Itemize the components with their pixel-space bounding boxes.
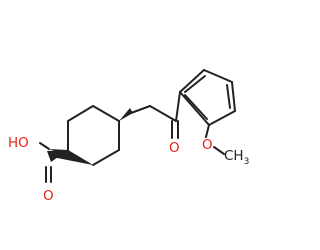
benzene-bond: [208, 110, 236, 126]
methoxy-oxygen-label: O: [202, 137, 213, 153]
benzene-bond: [203, 69, 233, 83]
benzene-bond: [175, 91, 181, 122]
hydroxyl-label: HO: [8, 135, 29, 151]
methyl-subscript: 3: [244, 157, 250, 167]
wedge-bond: [119, 108, 133, 121]
methylene-bond: [130, 105, 151, 114]
methoxy-bond: [205, 124, 210, 138]
methyl-text: CH: [224, 148, 244, 164]
acid-oxygen-label: O: [43, 188, 54, 204]
methoxy-bond: [213, 146, 225, 155]
benzene-inner-bond: [184, 94, 208, 120]
molecule-structure: HO O O O CH3: [8, 69, 249, 204]
cyclohexane-bond: [92, 149, 120, 166]
benzene-bond: [231, 81, 236, 112]
benzene-inner-bond: [226, 84, 231, 109]
acid-single-bond: [39, 142, 50, 150]
cyclohexane-bond: [67, 105, 94, 122]
structure-canvas: HO O O O CH3: [8, 69, 249, 204]
wedge-bond: [47, 150, 68, 162]
cyclohexane-bond: [92, 105, 120, 122]
benzene-bond: [179, 69, 205, 93]
benzene-bond: [179, 91, 210, 126]
benzene-inner-bond: [184, 75, 206, 93]
methyl-label: CH3: [224, 148, 249, 167]
ketone-oxygen-label: O: [169, 140, 180, 156]
ketone-bond: [149, 105, 177, 122]
